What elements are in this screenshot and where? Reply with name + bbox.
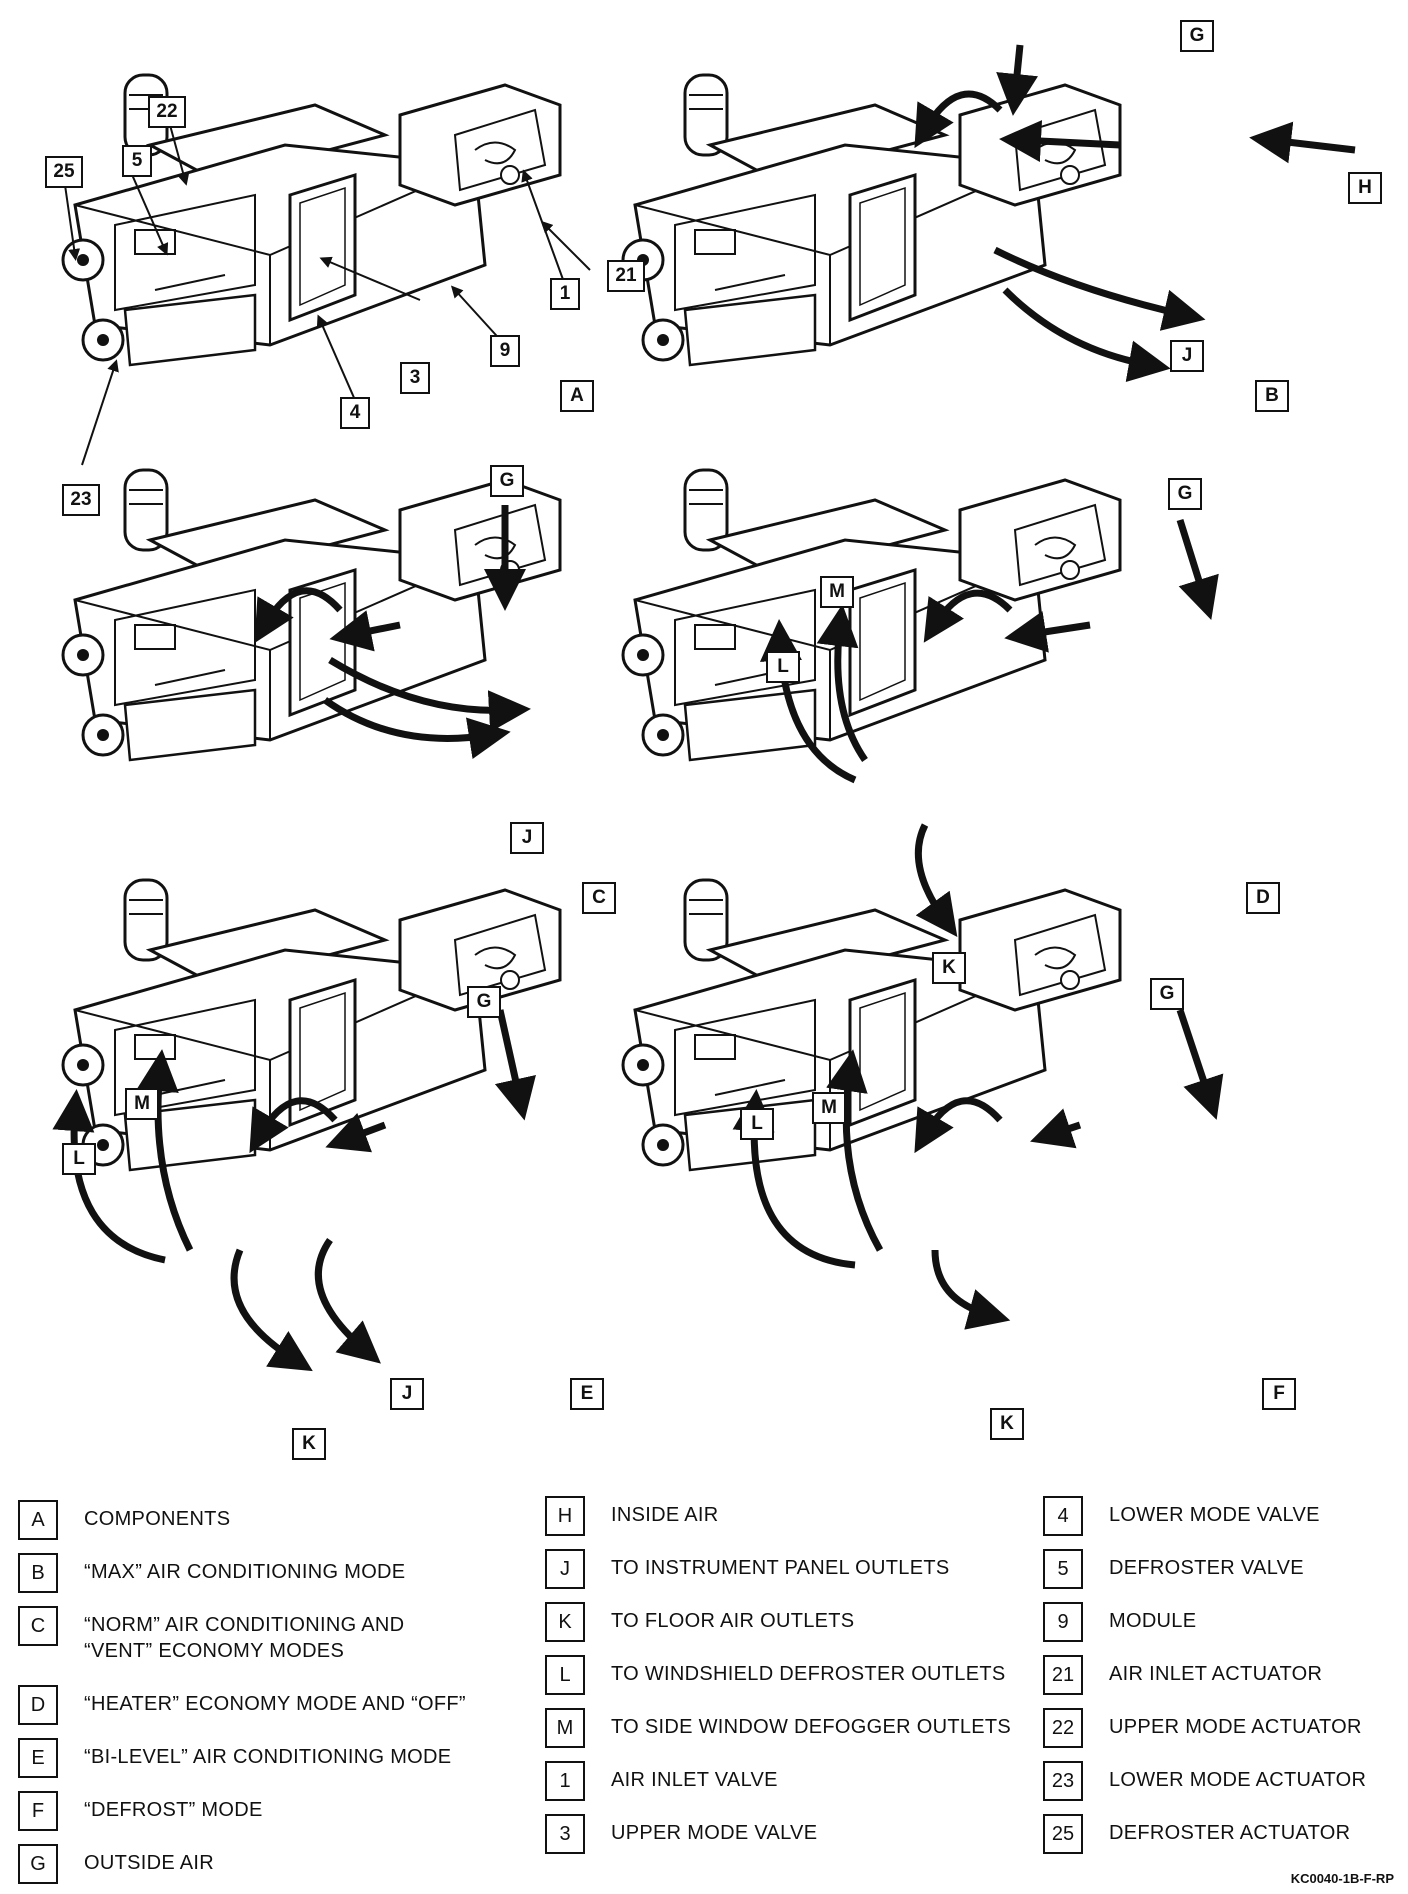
callout-instrument-panel-outlets: J	[1170, 340, 1204, 372]
legend-key: J	[545, 1549, 585, 1589]
legend-key: A	[18, 1500, 58, 1540]
legend-item-1: 1 AIR INLET VALVE	[545, 1761, 778, 1801]
legend-item-g: G OUTSIDE AIR	[18, 1844, 214, 1884]
callout-upper-mode-valve: 3	[400, 362, 430, 394]
legend-item-25: 25 DEFROSTER ACTUATOR	[1043, 1814, 1350, 1854]
legend-key: 25	[1043, 1814, 1083, 1854]
legend-text: TO SIDE WINDOW DEFOGGER OUTLETS	[611, 1716, 1012, 1738]
callout-lower-mode-actuator: 23	[62, 484, 100, 516]
legend-text: “NORM” AIR CONDITIONING AND “VENT” ECONO…	[84, 1614, 405, 1662]
legend-text: “MAX” AIR CONDITIONING MODE	[84, 1561, 406, 1583]
legend-item-b: B “MAX” AIR CONDITIONING MODE	[18, 1553, 405, 1593]
callout-upper-mode-actuator: 22	[148, 96, 186, 128]
callout-floor-air-outlets: K	[990, 1408, 1024, 1440]
callout-instrument-panel-outlets: J	[390, 1378, 424, 1410]
legend-key: E	[18, 1738, 58, 1778]
callout-windshield-defroster-outlets: L	[740, 1108, 774, 1140]
callout-windshield-defroster-outlets: L	[766, 651, 800, 683]
legend-key: D	[18, 1685, 58, 1725]
legend-item-4: 4 LOWER MODE VALVE	[1043, 1496, 1320, 1536]
figure-code: KC0040-1B-F-RP	[1290, 1871, 1394, 1886]
view-label-b: B	[1255, 380, 1289, 412]
legend-key: 4	[1043, 1496, 1083, 1536]
legend-text: “BI-LEVEL” AIR CONDITIONING MODE	[84, 1746, 452, 1768]
callout-windshield-defroster-outlets: L	[62, 1143, 96, 1175]
legend-item-a: A COMPONENTS	[18, 1500, 230, 1540]
legend-item-3: 3 UPPER MODE VALVE	[545, 1814, 817, 1854]
legend-key: L	[545, 1655, 585, 1695]
legend-text: LOWER MODE ACTUATOR	[1109, 1769, 1367, 1791]
legend-text: OUTSIDE AIR	[84, 1852, 214, 1874]
legend-item-c: C “NORM” AIR CONDITIONING AND “VENT” ECO…	[18, 1606, 404, 1664]
legend-text: TO WINDSHIELD DEFROSTER OUTLETS	[611, 1663, 1006, 1685]
legend-item-m: M TO SIDE WINDOW DEFOGGER OUTLETS	[545, 1708, 1011, 1748]
legend-key: 9	[1043, 1602, 1083, 1642]
legend-key: 21	[1043, 1655, 1083, 1695]
legend-text: AIR INLET VALVE	[611, 1769, 778, 1791]
legend-text: UPPER MODE VALVE	[611, 1822, 818, 1844]
legend-item-d: D “HEATER” ECONOMY MODE AND “OFF”	[18, 1685, 466, 1725]
legend-key: H	[545, 1496, 585, 1536]
legend-item-5: 5 DEFROSTER VALVE	[1043, 1549, 1304, 1589]
legend-key: B	[18, 1553, 58, 1593]
legend-item-22: 22 UPPER MODE ACTUATOR	[1043, 1708, 1362, 1748]
callout-side-window-defogger-outlets: M	[820, 576, 854, 608]
view-label-c: C	[582, 882, 616, 914]
legend-item-21: 21 AIR INLET ACTUATOR	[1043, 1655, 1322, 1695]
legend-key: F	[18, 1791, 58, 1831]
callout-inside-air: H	[1348, 172, 1382, 204]
legend-item-l: L TO WINDSHIELD DEFROSTER OUTLETS	[545, 1655, 1006, 1695]
callout-outside-air: G	[467, 986, 501, 1018]
legend-text: MODULE	[1109, 1610, 1197, 1632]
legend-item-e: E “BI-LEVEL” AIR CONDITIONING MODE	[18, 1738, 451, 1778]
legend-text: “DEFROST” MODE	[84, 1799, 263, 1821]
legend-key: 3	[545, 1814, 585, 1854]
legend-key: G	[18, 1844, 58, 1884]
legend-key: M	[545, 1708, 585, 1748]
callout-side-window-defogger-outlets: M	[125, 1088, 159, 1120]
legend-text: DEFROSTER ACTUATOR	[1109, 1822, 1351, 1844]
callout-outside-air: G	[1180, 20, 1214, 52]
view-label-a: A	[560, 380, 594, 412]
legend-item-h: H INSIDE AIR	[545, 1496, 718, 1536]
callout-floor-air-outlets: K	[292, 1428, 326, 1460]
legend-item-23: 23 LOWER MODE ACTUATOR	[1043, 1761, 1366, 1801]
callout-defroster-actuator: 25	[45, 156, 83, 188]
legend-text: TO FLOOR AIR OUTLETS	[611, 1610, 855, 1632]
callout-instrument-panel-outlets: J	[510, 822, 544, 854]
legend-text: “HEATER” ECONOMY MODE AND “OFF”	[84, 1693, 466, 1715]
callout-side-window-defogger-outlets: M	[812, 1092, 846, 1124]
legend-key: 1	[545, 1761, 585, 1801]
legend-item-k: K TO FLOOR AIR OUTLETS	[545, 1602, 854, 1642]
legend-text: COMPONENTS	[84, 1508, 231, 1530]
callout-defroster-valve: 5	[122, 145, 152, 177]
legend-text: AIR INLET ACTUATOR	[1109, 1663, 1323, 1685]
callout-module: 9	[490, 335, 520, 367]
view-label-f: F	[1262, 1378, 1296, 1410]
callout-lower-mode-valve: 4	[340, 397, 370, 429]
legend-text: UPPER MODE ACTUATOR	[1109, 1716, 1362, 1738]
callout-outside-air: G	[490, 465, 524, 497]
callout-air-inlet-actuator: 21	[607, 260, 645, 292]
legend-key: C	[18, 1606, 58, 1646]
callout-outside-air: G	[1168, 478, 1202, 510]
legend-item-f: F “DEFROST” MODE	[18, 1791, 263, 1831]
legend-key: 5	[1043, 1549, 1083, 1589]
legend-item-9: 9 MODULE	[1043, 1602, 1196, 1642]
legend-item-j: J TO INSTRUMENT PANEL OUTLETS	[545, 1549, 950, 1589]
legend-key: 22	[1043, 1708, 1083, 1748]
view-label-e: E	[570, 1378, 604, 1410]
legend-text: LOWER MODE VALVE	[1109, 1504, 1320, 1526]
callout-outside-air: G	[1150, 978, 1184, 1010]
callout-floor-air-outlets: K	[932, 952, 966, 984]
legend-text: DEFROSTER VALVE	[1109, 1557, 1304, 1579]
legend-key: K	[545, 1602, 585, 1642]
legend-key: 23	[1043, 1761, 1083, 1801]
view-label-d: D	[1246, 882, 1280, 914]
legend-text: TO INSTRUMENT PANEL OUTLETS	[611, 1557, 950, 1579]
callout-air-inlet-valve: 1	[550, 278, 580, 310]
legend-text: INSIDE AIR	[611, 1504, 719, 1526]
